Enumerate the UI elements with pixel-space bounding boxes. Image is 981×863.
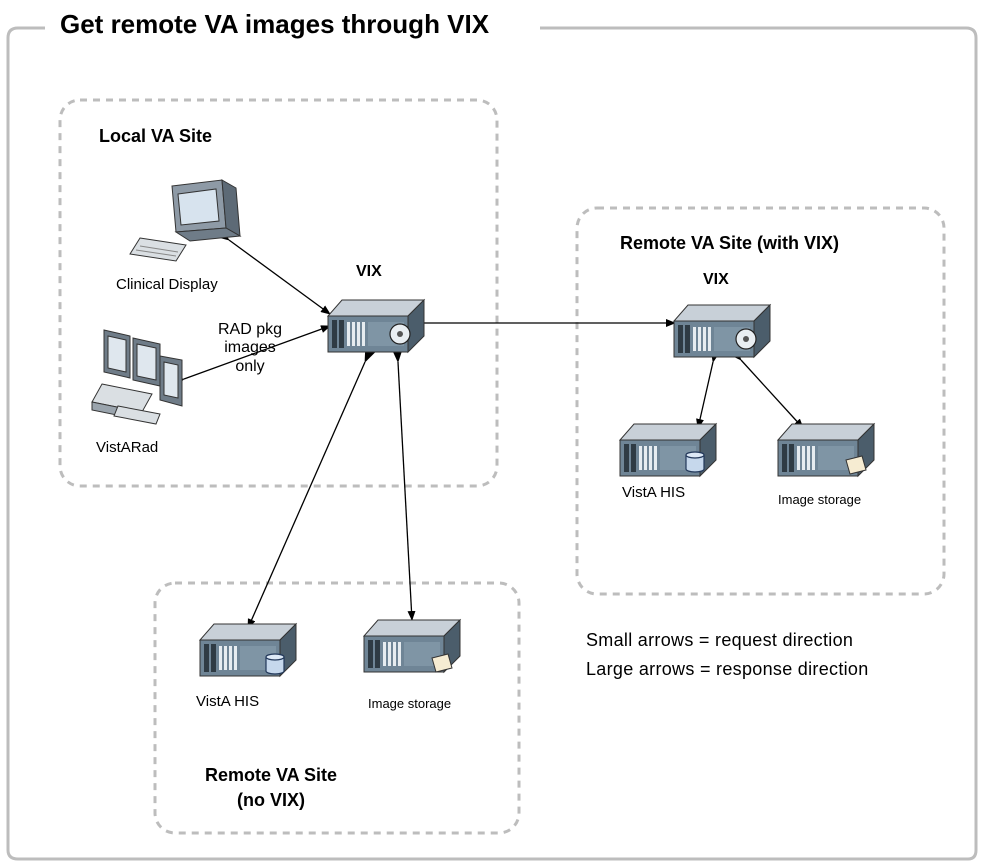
- image-storage-remote-label: Image storage: [778, 492, 862, 507]
- rad-note: RAD pkg images only: [216, 321, 284, 376]
- remote-novix-site-label-line2: (no VIX): [237, 790, 305, 810]
- legend-small-arrows: Small arrows = request direction: [586, 630, 854, 650]
- legend-large-arrows: Large arrows = response direction: [586, 659, 869, 679]
- local-site-label: Local VA Site: [99, 126, 213, 146]
- image-storage-novix-server-icon: [363, 619, 461, 673]
- vista-his-remote-label: VistA HIS: [622, 484, 686, 501]
- vista-his-remote-server-icon: [619, 423, 717, 477]
- remote-novix-site-label-line1: Remote VA Site: [204, 765, 338, 785]
- multi-monitor-workstation-icon: [91, 329, 183, 425]
- rad-note-line: RAD pkg: [217, 321, 283, 338]
- diagram-title: Get remote VA images through VIX: [54, 9, 496, 40]
- vistarad-label: VistARad: [96, 439, 159, 456]
- desktop-monitor-icon: [129, 179, 242, 262]
- remote-vix-site-box: [575, 206, 946, 596]
- rad-note-line: images: [224, 339, 276, 357]
- outer-frame: [6, 26, 978, 861]
- remote-vix-site-label: Remote VA Site (with VIX): [620, 233, 840, 253]
- image-storage-remote-server-icon: [777, 423, 875, 477]
- vista-his-novix-label: VistA HIS: [196, 693, 260, 710]
- vix-remote-server-icon: [673, 304, 771, 358]
- vix-remote-label: VIX: [703, 271, 729, 288]
- vix-local-label: VIX: [356, 263, 382, 280]
- rad-note-line: only: [235, 357, 265, 375]
- clinical-display-label: Clinical Display: [116, 276, 218, 293]
- vista-his-novix-server-icon: [199, 623, 297, 677]
- vix-local-server-icon: [327, 299, 425, 353]
- image-storage-novix-label: Image storage: [368, 696, 452, 711]
